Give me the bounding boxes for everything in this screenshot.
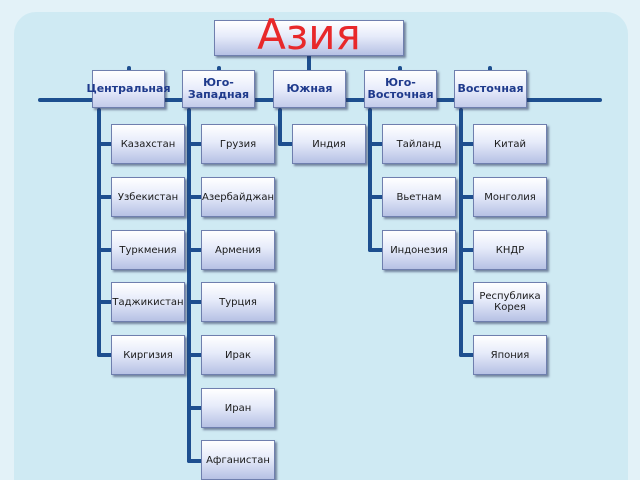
country-box: Республика Корея	[473, 282, 547, 322]
region-central: Центральная	[86, 70, 171, 108]
country-box: Азербайджан	[201, 177, 275, 217]
country-box: Япония	[473, 335, 547, 375]
country-box: Афганистан	[201, 440, 275, 480]
country-box: Туркмения	[111, 230, 185, 270]
country-box: Иран	[201, 388, 275, 428]
country-box: Индонезия	[382, 230, 456, 270]
country-box: Таджикистан	[111, 282, 185, 322]
country-box: Киргизия	[111, 335, 185, 375]
country-box: КНДР	[473, 230, 547, 270]
country-box: Грузия	[201, 124, 275, 164]
country-box: Китай	[473, 124, 547, 164]
country-box: Тайланд	[382, 124, 456, 164]
country-box: Индия	[292, 124, 366, 164]
country-box: Вьетнам	[382, 177, 456, 217]
country-box: Монголия	[473, 177, 547, 217]
region-southwest: Юго-Западная	[182, 70, 255, 108]
country-box: Армения	[201, 230, 275, 270]
region-east: Восточная	[454, 70, 527, 108]
region-southeast: Юго-Восточная	[364, 70, 437, 108]
country-box: Ирак	[201, 335, 275, 375]
diagram-title: Азия	[214, 14, 404, 56]
region-south: Южная	[273, 70, 346, 108]
country-box: Турция	[201, 282, 275, 322]
country-box: Узбекистан	[111, 177, 185, 217]
country-box: Казахстан	[111, 124, 185, 164]
